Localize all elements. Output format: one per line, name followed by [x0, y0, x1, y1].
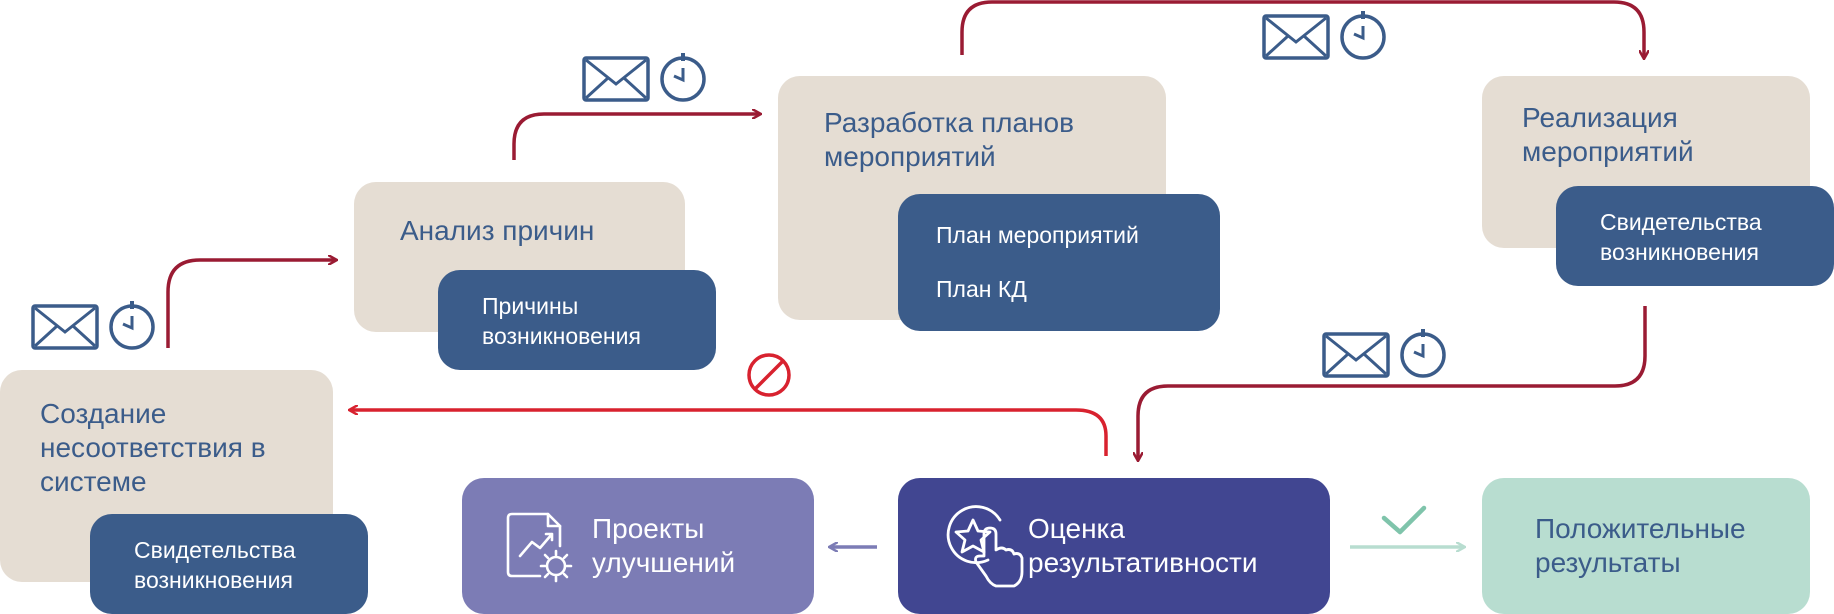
- step-planning-doc-2: План КД: [936, 276, 1027, 302]
- step-implementation-evidence[interactable]: [1556, 186, 1834, 286]
- step-planning-title: Разработка планов мероприятий: [824, 107, 1075, 172]
- envelope-icon: [1322, 332, 1390, 378]
- step-creation-evidence[interactable]: [90, 514, 368, 614]
- step-evaluation-title: Оценка результативности: [1028, 513, 1258, 578]
- step-analysis-title: Анализ причин: [400, 215, 595, 246]
- clock-icon: [1340, 11, 1386, 60]
- stop-icon: [747, 353, 791, 397]
- check-icon: [1381, 505, 1427, 535]
- step-implementation-evidence-label: Свидетельства возникновения: [1600, 209, 1762, 265]
- arrow-planning-to-implementation: [960, 0, 1644, 58]
- envelope-icon: [1262, 14, 1330, 60]
- step-analysis-causes-label: Причины возникновения: [482, 293, 641, 349]
- step-creation-evidence-label: Свидетельства возникновения: [134, 537, 296, 593]
- arrow-analysis-to-planning: [512, 114, 760, 160]
- step-implementation-title: Реализация мероприятий: [1522, 102, 1694, 167]
- step-planning-docs[interactable]: [898, 194, 1220, 331]
- arrow-implementation-to-evaluation: [1138, 306, 1647, 460]
- arrow-evaluation-to-creation: [350, 410, 1108, 456]
- envelope-icon: [31, 304, 99, 350]
- arrow-creation-to-analysis: [166, 260, 336, 348]
- clock-icon: [1400, 329, 1446, 378]
- envelope-icon: [582, 56, 650, 102]
- step-planning-doc-1: План мероприятий: [936, 222, 1139, 248]
- step-improvement-title: Проекты улучшений: [592, 513, 736, 578]
- clock-icon: [660, 53, 706, 102]
- clock-icon: [109, 301, 155, 350]
- step-creation-title: Создание несоответствия в системе: [40, 398, 266, 497]
- step-positive[interactable]: [1482, 478, 1810, 614]
- step-analysis-causes[interactable]: [438, 270, 716, 370]
- step-positive-title: Положительные результаты: [1535, 513, 1746, 578]
